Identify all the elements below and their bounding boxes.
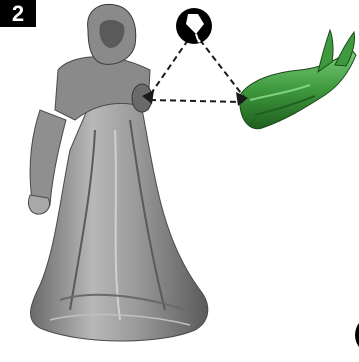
hooded-figure-model bbox=[28, 4, 207, 341]
connector-glue-to-socket bbox=[148, 40, 188, 98]
connector-glue-to-arm bbox=[200, 40, 244, 97]
glue-bottle-icon bbox=[176, 8, 212, 44]
connector-socket-to-arm bbox=[150, 100, 243, 102]
connector-lines bbox=[148, 40, 244, 102]
partial-circle-icon bbox=[355, 315, 359, 355]
left-hand bbox=[28, 195, 49, 214]
green-arm-part bbox=[240, 30, 356, 129]
